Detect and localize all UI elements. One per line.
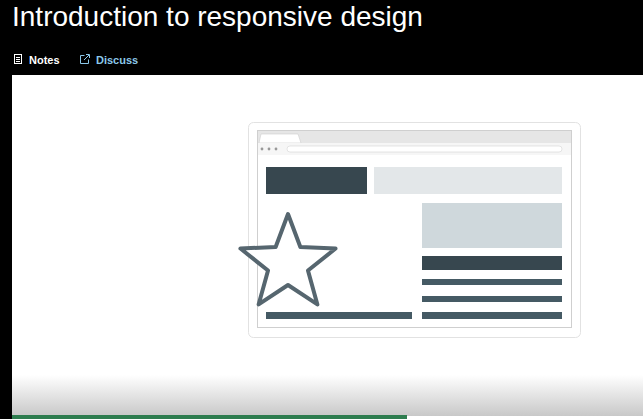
player-shade xyxy=(12,375,643,416)
tab-link: Discuss xyxy=(96,53,138,67)
video-canvas xyxy=(12,75,643,419)
progress-bar xyxy=(12,415,407,419)
browser-wireframe xyxy=(249,123,581,338)
notes-icon xyxy=(15,55,22,64)
lesson-title: Introduction to responsive design xyxy=(12,1,423,33)
star-icon xyxy=(240,214,335,304)
tab-link: Notes xyxy=(29,53,60,67)
external-link-icon xyxy=(81,55,90,64)
